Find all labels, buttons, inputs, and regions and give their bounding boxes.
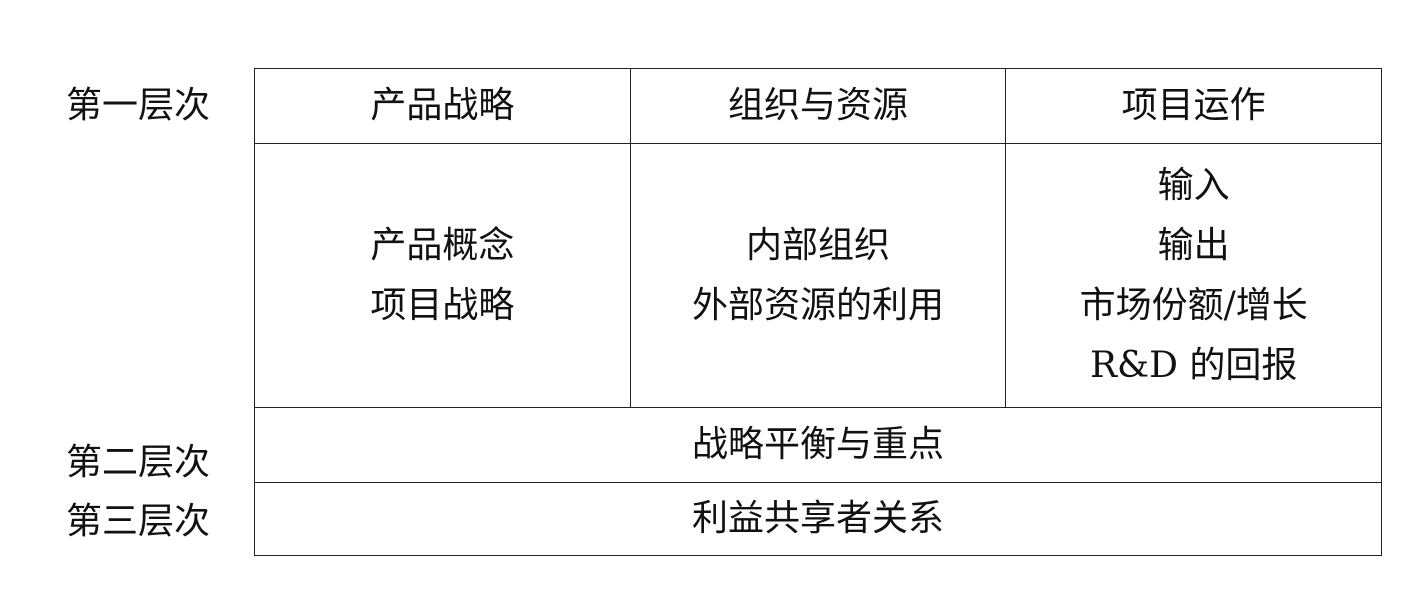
header-project-operation: 项目运作: [1005, 69, 1381, 143]
detail-project-operation: 输入 输出 市场份额/增长 R&D 的回报: [1005, 144, 1381, 407]
header-row: 产品战略 组织与资源 项目运作: [255, 69, 1381, 144]
stakeholder-relations-cell: 利益共享者关系: [691, 497, 944, 539]
detail-item: 项目战略: [370, 284, 515, 326]
detail-item: 产品概念: [370, 224, 515, 266]
level-label-first: 第一层次: [66, 85, 211, 126]
detail-item: R&D 的回报: [1089, 344, 1298, 386]
detail-product-strategy: 产品概念 项目战略: [255, 144, 630, 407]
detail-item: 内部组织: [746, 224, 891, 266]
header-organization-resources: 组织与资源: [629, 69, 1006, 143]
header-product-strategy: 产品战略: [370, 85, 515, 126]
framework-table: 产品战略 组织与资源 项目运作 产品概念 项目战略 内部组织 外部资源的利用 输…: [254, 68, 1382, 556]
detail-item: 外部资源的利用: [692, 284, 945, 326]
level-label-third: 第三层次: [66, 501, 211, 542]
detail-item: 输入: [1157, 164, 1230, 206]
detail-item: 输出: [1157, 224, 1230, 266]
detail-organization-resources: 内部组织 外部资源的利用: [629, 144, 1006, 407]
strategy-balance-cell: 战略平衡与重点: [691, 424, 944, 465]
level-label-second: 第二层次: [66, 442, 211, 483]
stakeholder-row: 利益共享者关系: [255, 483, 1381, 554]
detail-row: 产品概念 项目战略 内部组织 外部资源的利用 输入 输出 市场份额/增长 R&D…: [255, 144, 1381, 408]
balance-row: 战略平衡与重点: [255, 408, 1381, 483]
detail-item: 市场份额/增长: [1079, 284, 1308, 326]
